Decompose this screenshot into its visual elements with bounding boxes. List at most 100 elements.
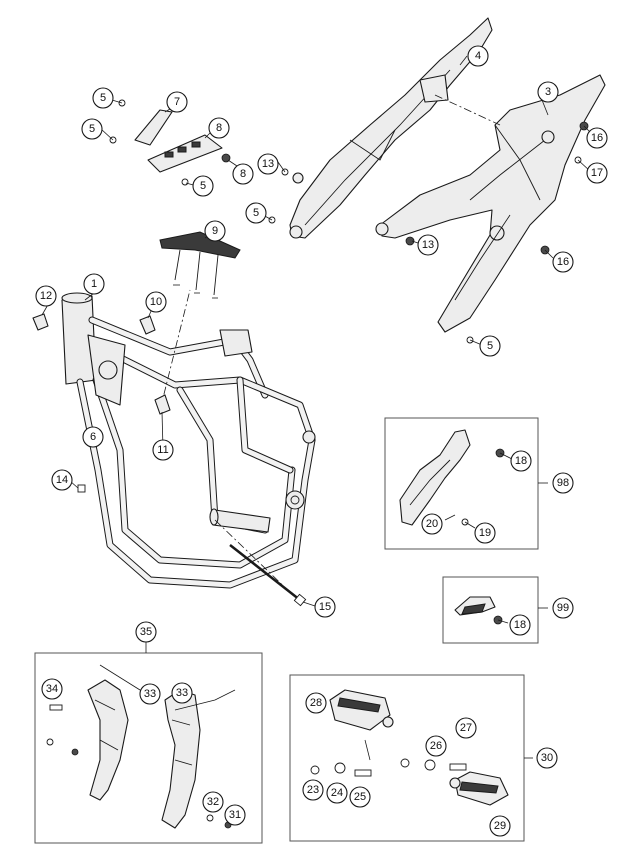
callout-16: 16 [586, 127, 608, 149]
callout-label: 24 [331, 787, 343, 799]
callout-10: 10 [145, 291, 167, 313]
callout-circle [51, 469, 73, 491]
callout-5: 5 [479, 335, 501, 357]
callout-label: 5 [200, 180, 206, 192]
callout-circle [455, 717, 477, 739]
callout-5: 5 [192, 175, 214, 197]
hook-11 [154, 394, 171, 415]
callout-circle [202, 791, 224, 813]
callout-label: 7 [174, 96, 180, 108]
callout-label: 13 [262, 158, 274, 170]
frame-guard-left [46, 679, 129, 801]
callout-circle [152, 439, 174, 461]
callout-circle [166, 91, 188, 113]
callout-circle [586, 127, 608, 149]
callout-label: 33 [176, 687, 188, 699]
callout-circle [139, 683, 161, 705]
bolt-14 [77, 484, 86, 493]
callout-label: 20 [426, 518, 438, 530]
callout-label: 5 [487, 340, 493, 352]
callout-1: 1 [83, 273, 105, 295]
callout-circle [83, 273, 105, 295]
callout-98: 98 [552, 472, 574, 494]
callout-29: 29 [489, 815, 511, 837]
callout-27: 27 [455, 717, 477, 739]
callout-label: 9 [212, 225, 218, 237]
callout-30: 30 [536, 747, 558, 769]
callout-label: 5 [89, 123, 95, 135]
callout-4: 4 [467, 45, 489, 67]
callout-circle [552, 472, 574, 494]
chain-slider-99 [454, 596, 503, 625]
callout-9: 9 [204, 220, 226, 242]
callout-circle [552, 597, 574, 619]
callout-31: 31 [224, 804, 246, 826]
callout-circle [509, 614, 531, 636]
callout-11: 11 [152, 439, 174, 461]
cotter-pin [364, 739, 371, 761]
washer-23 [310, 765, 320, 775]
callout-label: 4 [475, 50, 481, 62]
callout-layer: 1345555567889101112131314151616171818192… [35, 45, 608, 837]
frame-guard-right [161, 689, 232, 829]
subframe [375, 74, 606, 333]
callout-32: 32 [202, 791, 224, 813]
callout-circle [171, 682, 193, 704]
callout-5: 5 [245, 202, 267, 224]
callout-label: 35 [140, 626, 152, 638]
assembly-line-4-3 [434, 94, 501, 126]
pin-27 [449, 763, 467, 771]
washer-26 [400, 758, 410, 768]
callout-3: 3 [537, 81, 559, 103]
callout-label: 31 [229, 809, 241, 821]
callout-circle [35, 285, 57, 307]
callout-33: 33 [171, 682, 193, 704]
callout-23: 23 [302, 779, 324, 801]
spring-plate-9 [159, 231, 241, 299]
subframe-upper [289, 17, 493, 239]
pin-25 [354, 769, 372, 777]
callout-circle [474, 522, 496, 544]
callout-circle [305, 692, 327, 714]
callout-circle [552, 251, 574, 273]
callout-label: 8 [240, 168, 246, 180]
callout-circle [467, 45, 489, 67]
callout-17: 17 [586, 162, 608, 184]
callout-5: 5 [92, 87, 114, 109]
group-box-99 [442, 576, 539, 644]
callout-circle [81, 118, 103, 140]
callout-label: 18 [514, 619, 526, 631]
callout-7: 7 [166, 91, 188, 113]
callout-circle [41, 678, 63, 700]
callout-label: 12 [40, 290, 52, 302]
footrest-29 [449, 771, 509, 806]
callout-label: 3 [545, 86, 551, 98]
callout-circle [224, 804, 246, 826]
bracket-6 [147, 134, 231, 186]
assembly-line-9 [159, 289, 191, 411]
callout-25: 25 [349, 786, 371, 808]
nut-13 [405, 236, 415, 246]
bracket-7 [109, 99, 173, 146]
callout-label: 34 [46, 683, 58, 695]
callout-28: 28 [305, 692, 327, 714]
callout-circle [257, 153, 279, 175]
callout-circle [92, 87, 114, 109]
callout-label: 19 [479, 527, 491, 539]
callout-label: 13 [422, 239, 434, 251]
callout-label: 99 [557, 602, 569, 614]
callout-34: 34 [41, 678, 63, 700]
callout-circle [314, 596, 336, 618]
callout-label: 11 [157, 444, 168, 456]
callout-circle [232, 163, 254, 185]
callout-circle [417, 234, 439, 256]
group-box-98 [384, 417, 539, 550]
callout-label: 5 [253, 207, 259, 219]
callout-26: 26 [425, 735, 447, 757]
callout-14: 14 [51, 469, 73, 491]
callout-8: 8 [232, 163, 254, 185]
callout-16: 16 [552, 251, 574, 273]
callout-circle [537, 81, 559, 103]
callout-circle [425, 735, 447, 757]
callout-24: 24 [326, 782, 348, 804]
